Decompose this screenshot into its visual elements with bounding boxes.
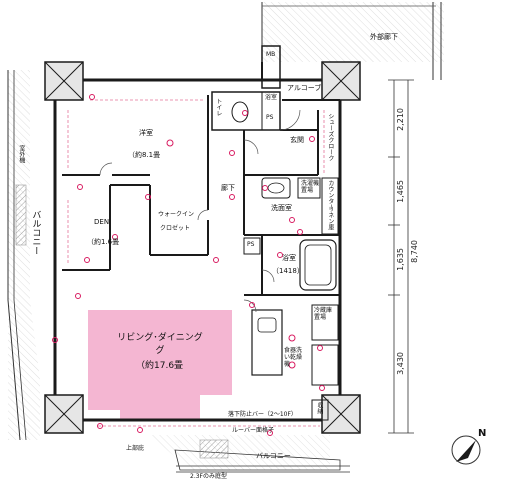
fridge-label: 冷蔵庫置場 xyxy=(314,307,333,321)
toilet-label: トイレ xyxy=(214,98,222,116)
dimension-total: 8,740 xyxy=(410,240,419,263)
hallway-label: 廊下 xyxy=(221,184,235,192)
alcove-label: アルコーブ xyxy=(287,84,322,92)
ac-hatch-2 xyxy=(199,439,229,459)
den-name: DEN xyxy=(94,218,110,226)
living-size: （約17.6畳 xyxy=(136,361,184,371)
living-dining-fill xyxy=(88,310,232,420)
ac-hatch-1 xyxy=(15,184,27,246)
ps2-label: PS xyxy=(247,241,255,248)
washer-area-label: 洗濯機置場 xyxy=(301,180,320,194)
left-balcony xyxy=(7,70,40,441)
den-size: （約1.6畳 xyxy=(87,238,120,246)
storage-label: 収納 xyxy=(315,402,323,414)
dimension-2: 1,465 xyxy=(396,180,405,203)
entrance-label: 玄関 xyxy=(290,136,304,144)
bottom-balcony xyxy=(150,435,350,473)
louver-label: ルーバー面格子 xyxy=(232,427,274,434)
bath-tag-label: 浴室 xyxy=(265,94,278,101)
mb-label: MB xyxy=(266,51,276,58)
bathroom-size: （1418） xyxy=(272,267,304,275)
bathtub-inner xyxy=(304,244,332,286)
counter-label: カウンター xyxy=(326,180,334,210)
outer-corridor xyxy=(261,2,444,80)
living-name: リビング･ダイニング xyxy=(117,333,203,343)
left-balcony-label: バルコニー xyxy=(30,210,41,255)
dishwasher-label: 食器洗い乾燥機 xyxy=(284,347,303,368)
linen-storage-label: リネン庫 xyxy=(326,206,334,230)
compass-icon xyxy=(451,435,481,465)
living-name-2: グ xyxy=(155,346,165,356)
kitchen-sink xyxy=(257,317,277,333)
walkin-closet-name: ウォークイン xyxy=(158,211,195,218)
western-room-size: （約8.1畳 xyxy=(128,151,161,159)
ac-unit-label: 室外機 xyxy=(17,145,25,163)
upper-floor-label: 上部庇 xyxy=(126,445,145,452)
dimension-lines xyxy=(388,79,414,434)
outer-corridor-label: 外部廊下 xyxy=(370,33,398,41)
bathtub xyxy=(299,239,337,291)
ps1-label: PS xyxy=(266,114,274,121)
dimension-5: 3,430 xyxy=(396,352,405,375)
fall-guard-label: 落下防止バー（2～10F） xyxy=(228,411,297,418)
washroom-label: 洗面室 xyxy=(271,204,292,212)
shoes-cloak-label: シューズクローク xyxy=(326,113,334,161)
western-room-name: 洋室 xyxy=(139,129,153,137)
dimension-1: 2,210 xyxy=(396,108,405,131)
toilet-bowl xyxy=(231,101,249,123)
pink-guide-lines xyxy=(67,99,325,427)
bathroom-name: 浴室 xyxy=(282,254,296,262)
outlet-markers xyxy=(52,94,325,436)
door-swings xyxy=(99,109,301,313)
basin-bowl xyxy=(267,182,285,194)
dimension-3: 1,635 xyxy=(396,248,405,271)
bottom-balcony-label: バルコニー xyxy=(256,452,291,460)
compass-north-label: N xyxy=(478,428,487,439)
walkin-closet-sub: クロゼット xyxy=(160,225,191,232)
wash-basin xyxy=(261,177,291,199)
balcony-note-label: 2.3Fのみ庭型 xyxy=(190,473,227,480)
